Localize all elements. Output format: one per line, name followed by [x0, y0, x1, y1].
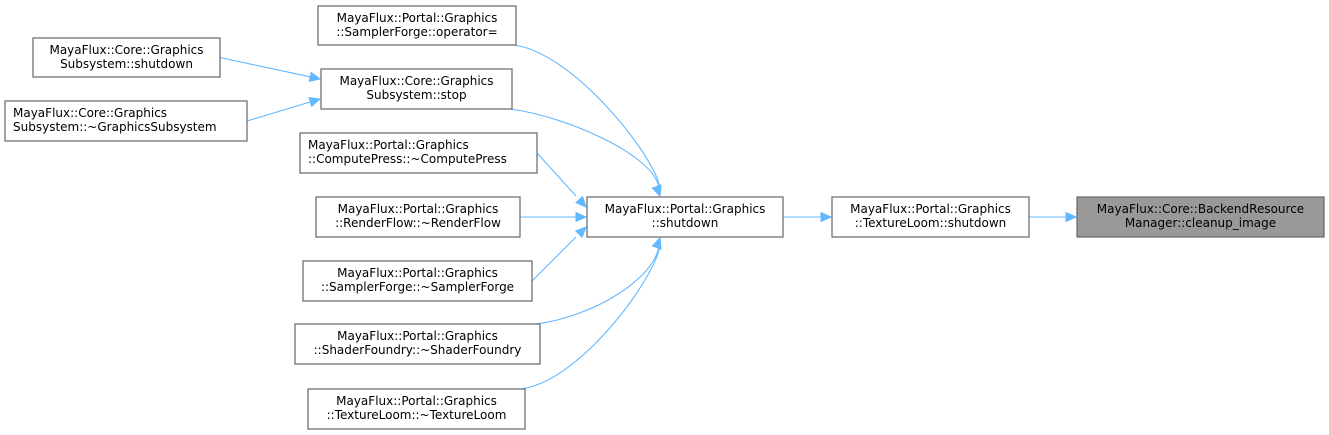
edge-tl-dtor-to-pg-shutdown	[520, 246, 661, 390]
arrowhead-icon	[308, 71, 322, 82]
node-box	[315, 196, 521, 238]
node-label: ::shutdown	[652, 216, 719, 230]
node-box	[294, 323, 541, 365]
node-pg-shutdown[interactable]: MayaFlux::Portal::Graphics::shutdown	[586, 196, 784, 238]
arrowhead-icon	[308, 96, 322, 108]
node-label: Subsystem::~GraphicsSubsystem	[13, 120, 217, 134]
node-label: ::RenderFlow::~RenderFlow	[335, 216, 501, 230]
node-label: MayaFlux::Portal::Graphics	[337, 329, 498, 343]
node-box	[307, 388, 526, 430]
arrowhead-icon	[575, 211, 588, 223]
node-label: ::TextureLoom::~TextureLoom	[327, 408, 507, 422]
node-label: MayaFlux::Portal::Graphics	[336, 394, 497, 408]
node-gs-stop[interactable]: MayaFlux::Core::GraphicsSubsystem::stop	[320, 68, 513, 110]
node-cleanup[interactable]: MayaFlux::Core::BackendResourceManager::…	[1076, 196, 1325, 238]
edges	[219, 44, 1078, 390]
node-label: Subsystem::stop	[366, 88, 466, 102]
arrowhead-icon	[651, 236, 662, 250]
node-box	[302, 260, 533, 302]
edge-opassign-to-pg-shutdown	[513, 44, 661, 188]
node-rf-dtor[interactable]: MayaFlux::Portal::Graphics::RenderFlow::…	[315, 196, 521, 238]
node-box	[317, 5, 517, 46]
arrowhead-icon	[820, 211, 833, 223]
node-label: Manager::cleanup_image	[1125, 216, 1276, 230]
node-label: ::ShaderFoundry::~ShaderFoundry	[314, 343, 522, 357]
node-label: MayaFlux::Core::Graphics	[13, 106, 167, 120]
node-opassign[interactable]: MayaFlux::Portal::Graphics::SamplerForge…	[317, 5, 517, 46]
node-box	[4, 100, 248, 142]
edge-shf-dtor-to-pg-shutdown	[535, 246, 660, 325]
arrowhead-icon	[651, 184, 662, 198]
node-label: MayaFlux::Portal::Graphics	[850, 202, 1011, 216]
node-tl-shutdown[interactable]: MayaFlux::Portal::Graphics::TextureLoom:…	[831, 196, 1030, 238]
node-label: MayaFlux::Portal::Graphics	[338, 202, 499, 216]
node-box	[831, 196, 1030, 238]
node-label: MayaFlux::Core::BackendResource	[1097, 202, 1304, 216]
node-box	[1076, 196, 1325, 238]
arrowhead-icon	[575, 195, 587, 208]
node-label: ::SamplerForge::operator=	[336, 25, 497, 39]
node-label: ::TextureLoom::shutdown	[855, 216, 1007, 230]
node-tl-dtor[interactable]: MayaFlux::Portal::Graphics::TextureLoom:…	[307, 388, 526, 430]
node-gs-shutdown[interactable]: MayaFlux::Core::GraphicsSubsystem::shutd…	[32, 37, 221, 78]
node-box	[299, 132, 538, 174]
node-box	[586, 196, 784, 238]
node-sf-dtor[interactable]: MayaFlux::Portal::Graphics::SamplerForge…	[302, 260, 533, 302]
nodes: MayaFlux::Portal::Graphics::SamplerForge…	[4, 5, 1325, 430]
node-cp-dtor[interactable]: MayaFlux::Portal::Graphics::ComputePress…	[299, 132, 538, 174]
node-label: Subsystem::shutdown	[60, 57, 193, 71]
node-label: MayaFlux::Core::Graphics	[49, 43, 203, 57]
edge-cp-dtor-to-pg-shutdown	[536, 152, 577, 197]
node-label: MayaFlux::Portal::Graphics	[337, 11, 498, 25]
edge-gs-stop-to-pg-shutdown	[509, 108, 660, 188]
arrowhead-icon	[1065, 211, 1078, 223]
edge-sf-dtor-to-pg-shutdown	[531, 236, 577, 282]
node-box	[320, 68, 513, 110]
node-shf-dtor[interactable]: MayaFlux::Portal::Graphics::ShaderFoundr…	[294, 323, 541, 365]
node-label: MayaFlux::Portal::Graphics	[605, 202, 766, 216]
node-label: ::ComputePress::~ComputePress	[308, 152, 507, 166]
node-label: MayaFlux::Core::Graphics	[339, 74, 493, 88]
node-gs-dtor[interactable]: MayaFlux::Core::GraphicsSubsystem::~Grap…	[4, 100, 248, 142]
node-label: MayaFlux::Portal::Graphics	[308, 138, 469, 152]
arrowhead-icon	[574, 226, 587, 239]
node-label: MayaFlux::Portal::Graphics	[337, 266, 498, 280]
node-box	[32, 37, 221, 78]
node-label: ::SamplerForge::~SamplerForge	[321, 280, 514, 294]
edge-gs-dtor-to-gs-stop	[246, 101, 311, 122]
edge-gs-shutdown-to-gs-stop	[219, 56, 311, 78]
